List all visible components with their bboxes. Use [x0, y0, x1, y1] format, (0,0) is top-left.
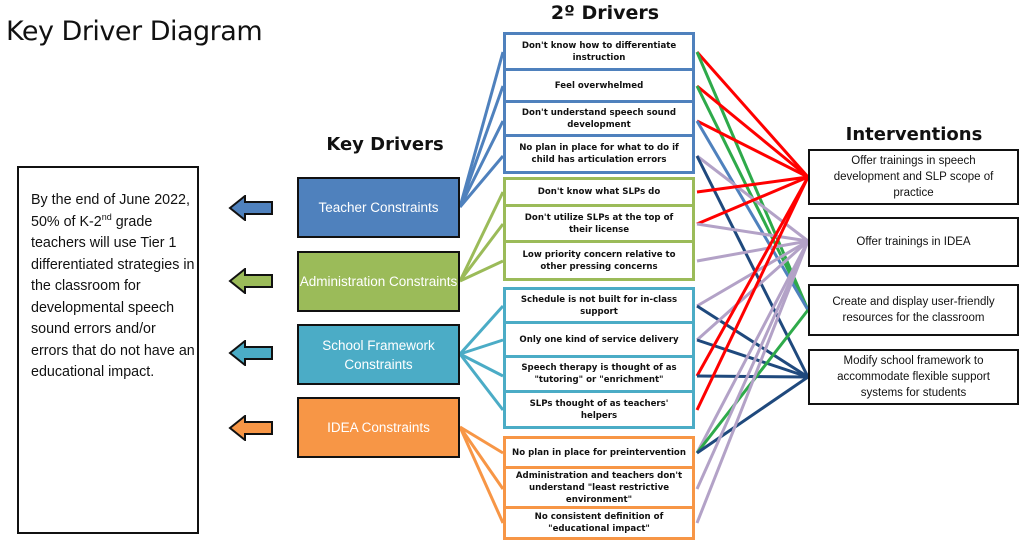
intervention-link [695, 240, 810, 524]
secondary-driver: Administration and teachers don't unders… [506, 469, 692, 509]
intervention-link [696, 175, 809, 194]
keydriver-link [459, 425, 504, 455]
intervention-link [696, 375, 809, 455]
intervention-link [696, 374, 809, 379]
keydriver-link [458, 155, 505, 208]
arrow-left-icon [228, 415, 273, 441]
secondary-driver: Don't utilize SLPs at the top of their l… [506, 207, 692, 243]
keydriver-link [458, 191, 505, 282]
secondary-driver: SLPs thought of as teachers' helpers [506, 393, 692, 426]
secondary-driver: Feel overwhelmed [506, 71, 692, 103]
secondary-driver: Speech therapy is thought of as "tutorin… [506, 358, 692, 393]
keydriver-link [458, 304, 505, 356]
secondary-driver: Only one kind of service delivery [506, 324, 692, 358]
intervention-link [695, 51, 810, 178]
keydriver-link [458, 426, 505, 524]
intervention-link [695, 240, 810, 454]
intervention-link [695, 155, 810, 378]
keydriver-link [458, 120, 505, 208]
diagram-title: Key Driver Diagram [6, 16, 263, 47]
keydriver-link [458, 353, 505, 411]
secondary-driver: Schedule is not built for in-class suppo… [506, 290, 692, 324]
intervention-link [696, 304, 809, 379]
intervention-link [696, 338, 809, 379]
keydriver-link [458, 51, 505, 208]
keydriver-link [459, 352, 504, 378]
arrow-left-icon [228, 340, 273, 366]
intervention-idea-training: Offer trainings in IDEA [808, 217, 1019, 267]
aim-text-end: grade teachers will use Tier 1 different… [31, 213, 195, 381]
key-driver-school-framework: School Framework Constraints [297, 324, 460, 385]
arrow-left-icon [228, 195, 273, 221]
aim-text-start: By the end of June 2022, 50% of K-2 [31, 192, 190, 230]
key-driver-administration: Administration Constraints [297, 251, 460, 312]
keydriver-link [458, 85, 505, 208]
interventions-header: Interventions [845, 124, 983, 145]
key-driver-teacher: Teacher Constraints [297, 177, 460, 238]
secondary-driver: No plan in place for preintervention [506, 439, 692, 469]
intervention-link [696, 239, 809, 263]
key-driver-idea: IDEA Constraints [297, 397, 460, 458]
keydriver-link [459, 338, 504, 356]
aim-statement-box: By the end of June 2022, 50% of K-2nd gr… [17, 166, 199, 534]
arrow-shape [228, 195, 273, 221]
secondary-group-idea: No plan in place for preintervention Adm… [503, 436, 695, 540]
secondary-group-administration: Don't know what SLPs do Don't utilize SL… [503, 177, 695, 281]
intervention-link [695, 176, 810, 377]
arrow-shape [228, 415, 273, 441]
secondary-driver: Don't know how to differentiate instruct… [506, 35, 692, 71]
key-drivers-header: Key Drivers [326, 134, 444, 155]
secondary-driver: Don't know what SLPs do [506, 180, 692, 207]
intervention-speech-training: Offer trainings in speech development an… [808, 149, 1019, 205]
secondary-drivers-header: 2º Drivers [550, 2, 660, 24]
intervention-link [696, 175, 809, 226]
intervention-link [695, 240, 810, 490]
intervention-link [696, 84, 809, 179]
keydriver-link [459, 259, 504, 283]
arrow-shape [228, 268, 273, 294]
intervention-modify-framework: Modify school framework to accommodate f… [808, 349, 1019, 405]
keydriver-link [458, 426, 505, 490]
intervention-link [696, 154, 809, 243]
intervention-link [696, 119, 809, 179]
intervention-link [696, 222, 809, 243]
secondary-driver: Low priority concern relative to other p… [506, 243, 692, 278]
secondary-driver: No consistent definition of "educational… [506, 509, 692, 537]
arrow-shape [228, 340, 273, 366]
secondary-driver: Don't understand speech sound developmen… [506, 103, 692, 137]
secondary-group-school-framework: Schedule is not built for in-class suppo… [503, 287, 695, 429]
arrow-left-icon [228, 268, 273, 294]
secondary-driver: No plan in place for what to do if child… [506, 137, 692, 171]
aim-superscript: nd [101, 211, 112, 222]
intervention-classroom-resources: Create and display user-friendly resourc… [808, 284, 1019, 336]
keydriver-link [458, 223, 505, 282]
intervention-link [695, 51, 810, 311]
secondary-group-teacher: Don't know how to differentiate instruct… [503, 32, 695, 174]
intervention-link [695, 176, 810, 411]
